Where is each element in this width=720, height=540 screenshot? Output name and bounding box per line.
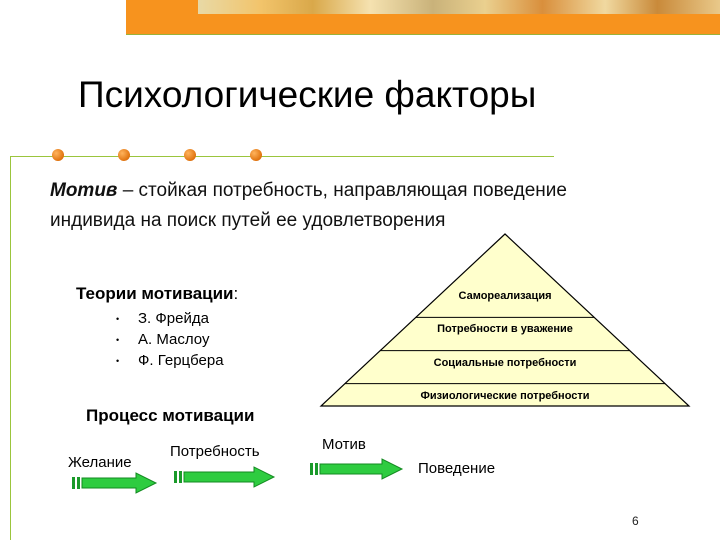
- title-rule: [10, 156, 554, 157]
- process-heading: Процесс мотивации: [86, 406, 255, 425]
- bullet-dot-4: [250, 149, 262, 161]
- list-item: • З. Фрейда: [116, 308, 224, 329]
- pyramid-level-social: Социальные потребности: [433, 357, 577, 369]
- side-rule: [10, 156, 11, 540]
- bullet-icon: •: [116, 355, 120, 366]
- theory-item-text: А. Маслоу: [138, 331, 210, 348]
- definition-text: – стойкая потребность, направляющая пове…: [50, 180, 567, 231]
- bullet-dot-1: [52, 149, 64, 161]
- definition-term: Мотив: [50, 180, 118, 201]
- theories-heading-colon: :: [233, 284, 239, 303]
- process-step-motive: Мотив: [322, 436, 366, 453]
- theory-item-text: Ф. Герцбера: [138, 352, 224, 369]
- theories-list: • З. Фрейда • А. Маслоу • Ф. Герцбера: [116, 308, 224, 371]
- bullet-dot-2: [118, 149, 130, 161]
- theories-heading: Теории мотивации:: [76, 284, 238, 304]
- arrow-right-icon: [310, 458, 404, 480]
- motive-definition: Мотив – стойкая потребность, направляюща…: [50, 176, 590, 236]
- maslow-pyramid: [319, 233, 691, 407]
- pyramid-level-self-actualization: Самореализация: [458, 290, 552, 302]
- page-number: 6: [632, 514, 639, 528]
- bullet-dot-3: [184, 149, 196, 161]
- header-photo-strip: [198, 0, 720, 14]
- pyramid-outline: [319, 233, 691, 407]
- header-divider: [126, 34, 720, 35]
- process-step-behavior: Поведение: [418, 460, 496, 477]
- pyramid-level-physiological: Физиологические потребности: [420, 390, 590, 402]
- pyramid-level-esteem: Потребности в уважение: [437, 323, 573, 335]
- list-item: • Ф. Герцбера: [116, 350, 224, 371]
- slide-title: Психологические факторы: [78, 74, 537, 115]
- theories-heading-text: Теории мотивации: [76, 284, 234, 303]
- theory-item-text: З. Фрейда: [138, 310, 209, 327]
- arrow-right-icon: [72, 472, 158, 494]
- bullet-icon: •: [116, 334, 120, 345]
- arrow-right-icon: [174, 466, 276, 488]
- bullet-icon: •: [116, 313, 120, 324]
- list-item: • А. Маслоу: [116, 329, 224, 350]
- process-step-desire: Желание: [68, 454, 132, 471]
- process-step-need: Потребность: [170, 443, 260, 460]
